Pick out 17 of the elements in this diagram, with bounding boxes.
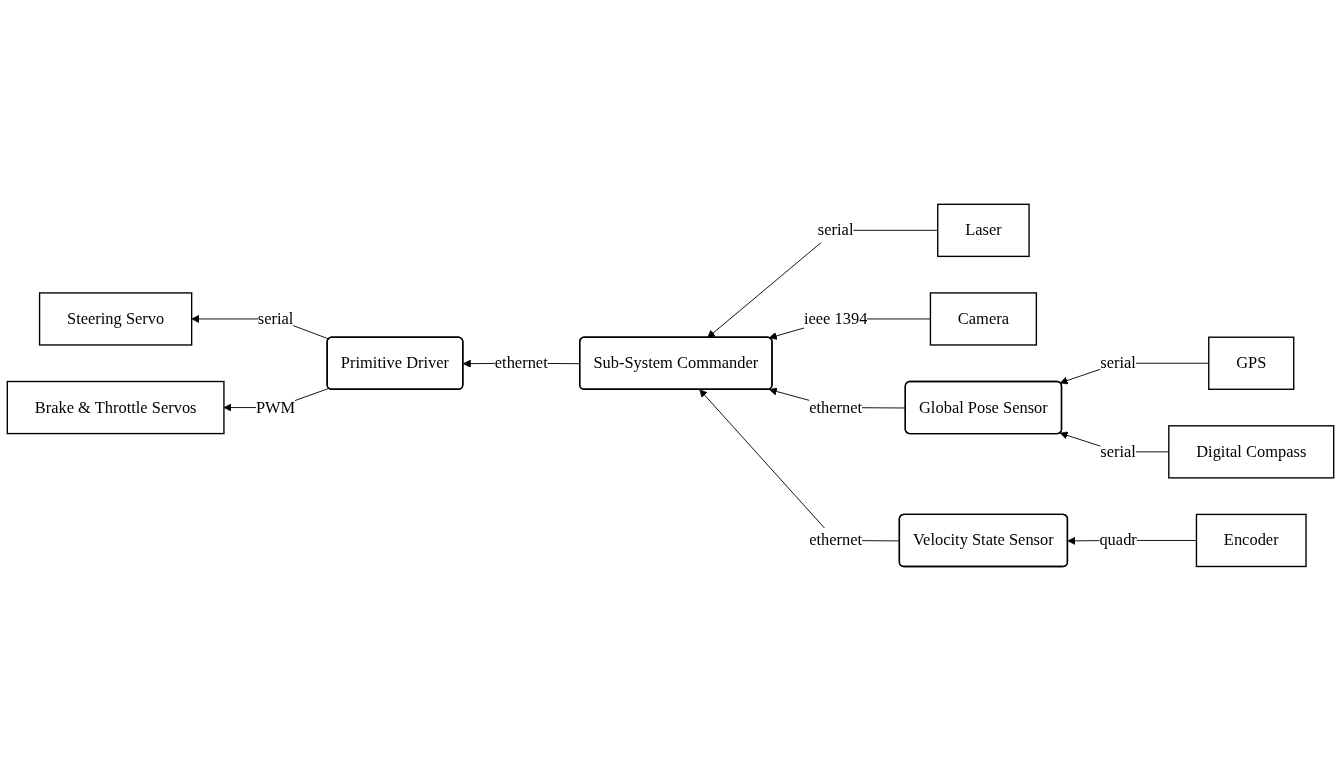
edge-label: PWM [255, 398, 296, 417]
node-box: Brake & Throttle Servos [6, 380, 225, 435]
edge-label: ethernet [494, 353, 548, 373]
node-box: Digital Compass [1168, 425, 1335, 479]
edge-label: serial [817, 220, 854, 240]
node-box: Camera [929, 292, 1038, 346]
node-box: Encoder [1195, 513, 1307, 568]
edge-label: ieee 1394 [803, 309, 868, 328]
node-box: Steering Servo [38, 292, 193, 346]
edge-label: ethernet [809, 398, 863, 417]
edge-label: ethernet [809, 530, 863, 550]
edge-label: serial [1100, 442, 1136, 461]
edge-label: serial [257, 309, 294, 328]
edge-label: serial [1100, 353, 1136, 373]
node-box: GPS [1208, 336, 1295, 391]
edge-label: quadr [1099, 530, 1137, 550]
node-box: Laser [937, 203, 1030, 258]
